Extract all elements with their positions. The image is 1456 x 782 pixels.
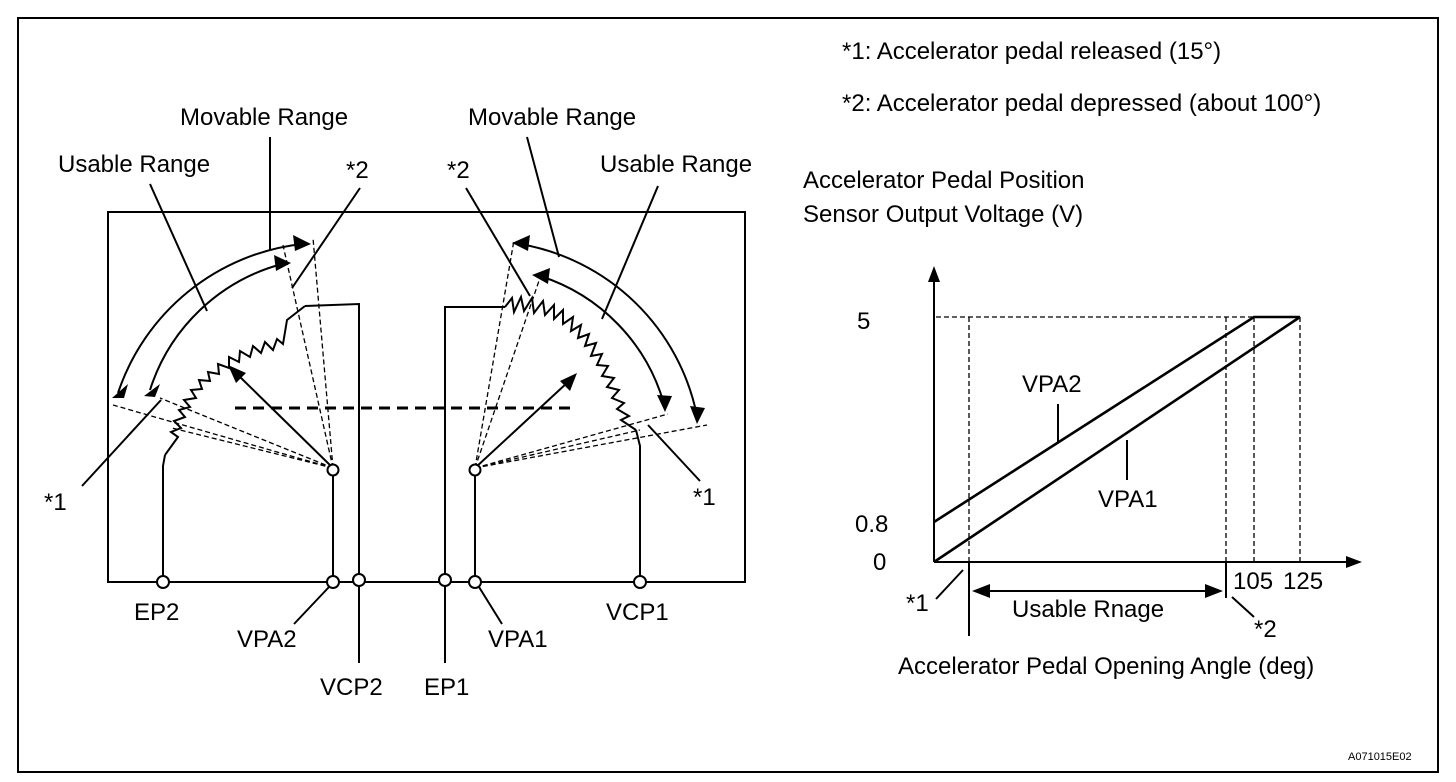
terminal-vpa2 [326, 575, 340, 589]
dash-ray [474, 429, 641, 469]
note-released: *1: Accelerator pedal released (15°) [842, 38, 1221, 65]
arrowhead [532, 268, 550, 284]
y-tick-0-8: 0.8 [855, 511, 888, 538]
arrowhead-right [1205, 584, 1223, 598]
arrowhead [144, 384, 160, 397]
label-vcp1: VCP1 [606, 599, 669, 626]
pivot-vpa2 [326, 463, 340, 477]
mark-released: *1 [906, 590, 929, 617]
wiper-vpa1 [474, 381, 569, 469]
label-mark2-left: *2 [346, 157, 369, 184]
leader-usable-left [149, 183, 208, 312]
terminal-ep2 [156, 575, 170, 589]
arrowhead-left [972, 584, 990, 598]
x-tick-105: 105 [1233, 568, 1273, 595]
wiper-arrowhead [228, 365, 246, 383]
label-mark1-left: *1 [44, 489, 67, 516]
usable-range-arc [149, 263, 283, 391]
wiper-vpa2 [237, 374, 334, 469]
series-vpa2-line [933, 315, 1300, 524]
dash-ray [282, 244, 334, 469]
chart-ylabel-line1: Accelerator Pedal Position [803, 167, 1084, 194]
x-axis-arrowhead [1346, 556, 1362, 568]
arrowhead [512, 235, 530, 251]
leader-mark1-left [81, 399, 162, 487]
pivot-vpa1 [468, 463, 482, 477]
wire-vcp1 [635, 429, 641, 578]
label-ep1: EP1 [424, 674, 469, 701]
leader-mark-depressed [1231, 596, 1255, 618]
dash-ray [474, 413, 669, 469]
mark-depressed: *2 [1254, 616, 1277, 643]
wire-ep1 [444, 306, 505, 578]
output-voltage-chart: Accelerator Pedal Position Sensor Output… [803, 167, 1362, 680]
dash-ray [474, 271, 543, 469]
sensor-diagram: EP2 VPA2 VCP2 EP1 VPA1 VCP1 Movable Rang… [44, 104, 752, 701]
usable-range-label: Usable Rnage [1012, 596, 1164, 623]
resistor-vpa2 [164, 305, 306, 456]
leader-vpa1 [478, 586, 503, 625]
figure-code: A071015E02 [1348, 751, 1412, 763]
chart-ylabel-line2: Sensor Output Voltage (V) [803, 201, 1083, 228]
label-usable-range-right: Usable Range [600, 151, 752, 178]
movable-range-arc [519, 243, 698, 417]
terminal-vcp2 [352, 573, 366, 587]
series-vpa1-line [933, 315, 1301, 564]
sensor-vpa1 [444, 235, 708, 578]
y-axis-arrowhead [928, 266, 940, 282]
label-movable-range-left: Movable Range [180, 104, 348, 131]
dash-ray [112, 404, 334, 469]
label-vcp2: VCP2 [320, 674, 383, 701]
label-mark2-right: *2 [447, 157, 470, 184]
wiper-arrowhead [560, 373, 577, 391]
arrowhead [293, 235, 311, 251]
leader-usable-right [601, 185, 659, 320]
terminal-vpa1 [468, 575, 482, 589]
leader-mark-released [935, 569, 964, 600]
dash-ray [474, 239, 515, 469]
leader-mark2-left [291, 187, 361, 289]
label-ep2: EP2 [134, 599, 179, 626]
x-tick-125: 125 [1283, 568, 1323, 595]
series-label-vpa1: VPA1 [1098, 486, 1158, 513]
dash-ray [171, 427, 334, 469]
wire-vcp2 [304, 302, 360, 578]
arrowhead [657, 395, 672, 412]
leader-vpa2 [293, 586, 330, 625]
label-movable-range-right: Movable Range [468, 104, 636, 131]
note-depressed: *2: Accelerator pedal depressed (about 1… [842, 90, 1321, 117]
terminal-ep1 [438, 573, 452, 587]
usable-range-arc [539, 275, 665, 405]
sensor-housing [107, 211, 746, 583]
terminal-vcp1 [633, 575, 647, 589]
series-label-vpa2: VPA2 [1022, 371, 1082, 398]
label-vpa1: VPA1 [488, 626, 548, 653]
label-mark1-right: *1 [693, 484, 716, 511]
label-vpa2: VPA2 [237, 626, 297, 653]
dash-ray [474, 424, 708, 469]
y-tick-0: 0 [873, 549, 886, 576]
dash-ray [312, 237, 334, 469]
sensor-vpa2 [112, 235, 360, 579]
resistor-vpa1 [504, 293, 637, 431]
y-tick-5: 5 [857, 308, 870, 335]
dash-ray [159, 397, 334, 469]
leader-mark1-right [647, 424, 701, 482]
arrowhead [274, 255, 291, 271]
wire-ep2 [162, 454, 166, 579]
chart-xlabel: Accelerator Pedal Opening Angle (deg) [898, 653, 1314, 680]
arrowhead [690, 406, 705, 424]
movable-range-arc [117, 243, 303, 394]
arrowhead [112, 384, 128, 398]
figure-frame [17, 17, 1439, 773]
leader-movable-right [526, 136, 560, 258]
leader-mark2-right [465, 187, 531, 297]
label-usable-range-left: Usable Range [58, 151, 210, 178]
